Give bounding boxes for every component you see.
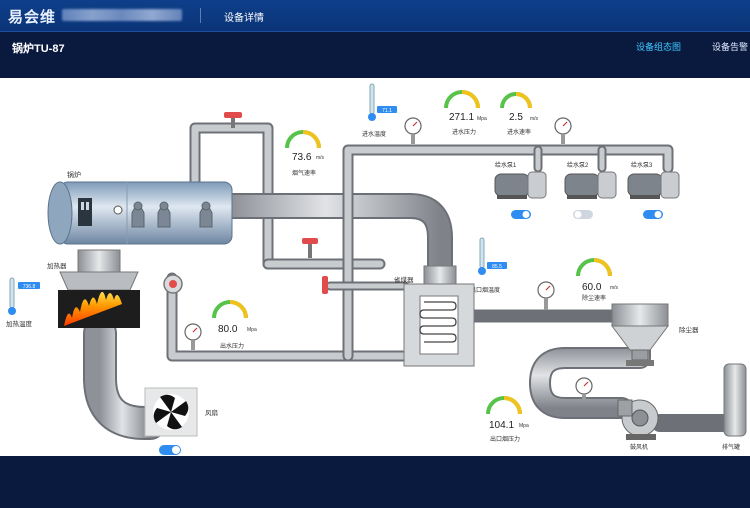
inlet-speed-value: 2.5 <box>509 112 523 123</box>
fan-icon <box>153 394 189 430</box>
dust-speed-label: 除尘速率 <box>582 294 606 302</box>
blower[interactable]: 鼓风机 <box>617 399 659 451</box>
gauge-dust-speed: 60.0 m/s 除尘速率 <box>576 258 619 302</box>
fire-icon <box>64 291 122 326</box>
valve-left[interactable] <box>322 276 328 294</box>
dial-inlet-icon <box>404 117 422 144</box>
gauge-smoke-speed: 73.6 m/s 烟气速率 <box>285 130 325 177</box>
boiler[interactable]: 锅炉 <box>47 170 233 245</box>
flue-pressure-unit: Mpa <box>519 423 529 429</box>
outlet-pressure-value: 80.0 <box>218 324 238 335</box>
nav-separator <box>200 8 201 23</box>
pump-2[interactable]: 给水泵2 <box>564 161 617 199</box>
smoke-speed-unit: m/s <box>316 155 325 161</box>
tab-topology[interactable]: 设备组态图 <box>636 42 682 52</box>
heater-thermometer-icon <box>8 277 40 315</box>
top-bar: 易会维 设备详情 <box>0 0 750 32</box>
economizer-label: 省煤器 <box>394 275 414 284</box>
dust-speed-value: 60.0 <box>582 282 602 293</box>
bottom-panel <box>0 456 750 508</box>
sub-header: 锅炉TU-87 设备组态图 设备告警 <box>0 32 750 78</box>
pump-1-label: 给水泵1 <box>495 161 517 169</box>
heater-temp-value: 736.8 <box>23 284 36 290</box>
dial-outlet-icon <box>184 323 202 350</box>
dust-speed-unit: m/s <box>610 285 619 291</box>
economizer[interactable]: 省煤器 <box>394 265 475 367</box>
pump-3[interactable]: 给水泵3 <box>627 161 680 199</box>
app-logo: 易会维 <box>8 9 57 26</box>
pump-1-toggle[interactable] <box>511 210 531 219</box>
boiler-diagram: 锅炉 加热器 736.8 加热温度 <box>6 83 747 455</box>
pump-1[interactable]: 给水泵1 <box>494 161 547 199</box>
water-temp-value: 71.1 <box>382 108 392 114</box>
inlet-speed-label: 进水速率 <box>507 128 531 136</box>
dial-economizer-icon <box>537 281 555 310</box>
chimney-label: 排气罐 <box>722 443 740 451</box>
valve-mid[interactable] <box>302 238 318 258</box>
inlet-pressure-value: 271.1 <box>449 112 474 123</box>
boiler-drums-icon <box>131 201 213 228</box>
blurred-company-name <box>62 9 182 21</box>
smoke-speed-label: 烟气速率 <box>292 169 316 177</box>
gauge-outlet-pressure: 80.0 Mpa 出水压力 <box>212 300 257 350</box>
flue-thermometer-icon <box>478 237 507 275</box>
inlet-pressure-unit: Mpa <box>477 116 487 122</box>
dust-collector-label: 除尘器 <box>679 325 699 334</box>
outlet-pressure-unit: Mpa <box>247 327 257 333</box>
inlet-speed-unit: m/s <box>530 116 539 122</box>
outlet-pressure-label: 出水压力 <box>220 342 244 350</box>
gauge-inlet-pressure: 271.1 Mpa 进水压力 <box>444 90 487 136</box>
heater-label: 加热器 <box>47 261 67 270</box>
pump-3-toggle[interactable] <box>643 210 663 219</box>
nav-device-detail[interactable]: 设备详情 <box>224 13 264 24</box>
scada-canvas: 锅炉 加热器 736.8 加热温度 <box>0 78 750 456</box>
flue-temp-value: 85.5 <box>492 264 502 270</box>
dust-collector[interactable]: 除尘器 <box>611 303 699 366</box>
valve-wheel[interactable] <box>163 274 183 294</box>
heater[interactable]: 加热器 <box>47 249 140 328</box>
fan-toggle[interactable] <box>159 445 181 455</box>
gauge-flue-pressure: 104.1 Mpa 出口烟压力 <box>486 396 529 443</box>
fan-label: 风扇 <box>205 408 218 417</box>
dial-blower-icon <box>575 377 593 402</box>
flue-temp-label: 出口烟温度 <box>470 286 500 294</box>
coil-icon <box>419 301 457 343</box>
chimney[interactable]: 排气罐 <box>722 363 747 451</box>
gauge-inlet-speed: 2.5 m/s 进水速率 <box>500 92 539 136</box>
page-title: 锅炉TU-87 <box>12 43 65 55</box>
water-temp-label: 进水温度 <box>362 130 386 138</box>
flue-pressure-value: 104.1 <box>489 420 514 431</box>
pipe-network <box>83 122 734 440</box>
pump-3-label: 给水泵3 <box>631 161 653 169</box>
valve-top[interactable] <box>224 112 242 128</box>
blower-label: 鼓风机 <box>630 443 648 451</box>
smoke-speed-value: 73.6 <box>292 152 312 163</box>
water-thermometer-icon <box>368 83 397 121</box>
dial-pump-icon <box>554 117 572 144</box>
pump-2-toggle[interactable] <box>573 210 593 219</box>
inlet-pressure-label: 进水压力 <box>452 128 476 136</box>
fan[interactable]: 风扇 <box>144 387 218 437</box>
pump-2-label: 给水泵2 <box>567 161 589 169</box>
heater-temp-label: 加热温度 <box>6 319 33 328</box>
flue-pressure-label: 出口烟压力 <box>490 435 520 443</box>
tab-alarms[interactable]: 设备告警 <box>712 42 749 52</box>
boiler-label: 锅炉 <box>67 170 81 179</box>
